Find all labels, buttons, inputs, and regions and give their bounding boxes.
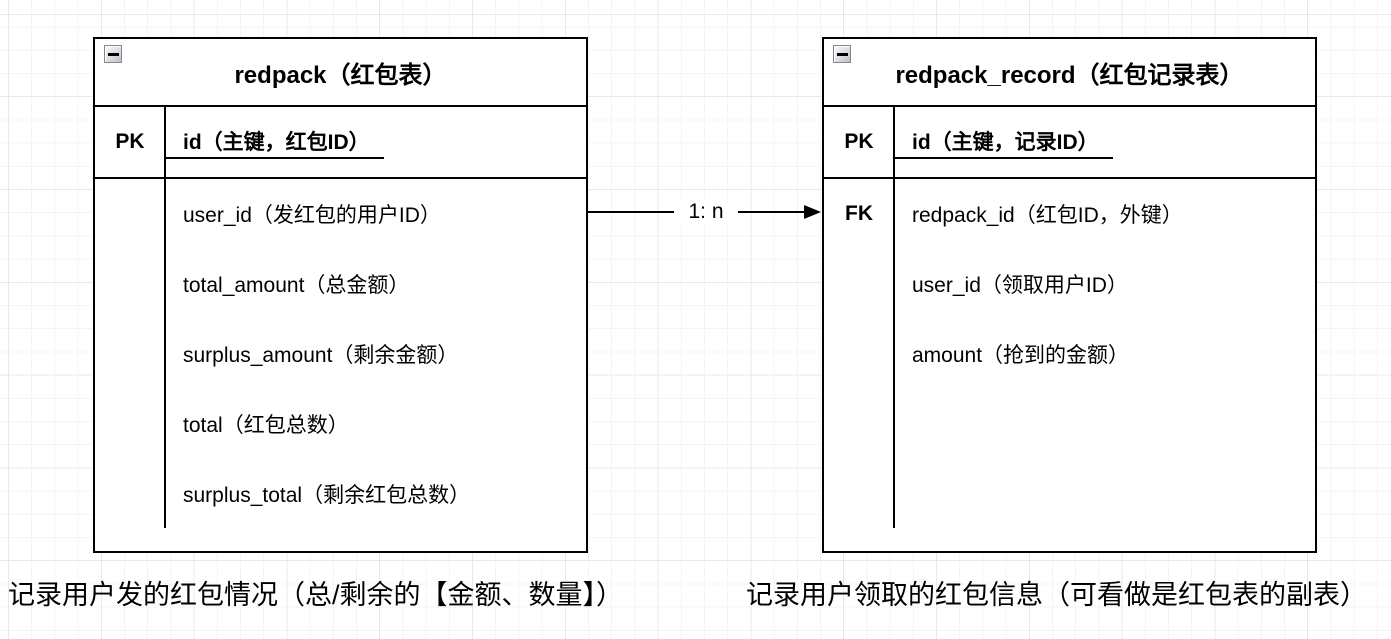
field-label: amount（抢到的金额） [912,344,1130,367]
field-label: surplus_total（剩余红包总数） [183,484,471,507]
table-row[interactable]: user_id（发红包的用户ID） [95,179,586,249]
caption-redpack: 记录用户发的红包情况（总/剩余的【金额、数量】） [8,580,624,610]
table-redpack-record-body: PK id（主键，记录ID） FK redpack_id（红包ID，外键） us… [824,107,1315,551]
table-row[interactable]: PK id（主键，红包ID） [95,107,586,179]
collapse-minus-icon[interactable] [833,45,851,63]
table-row[interactable]: PK id（主键，记录ID） [824,107,1315,179]
relation-label[interactable]: 1: n [674,198,738,226]
fk-badge: FK [845,202,873,225]
table-redpack-header: redpack（红包表） [95,39,586,107]
table-title: redpack_record（红包记录表） [895,61,1244,89]
field-label: total_amount（总金额） [183,274,410,297]
pk-badge: PK [844,130,874,153]
table-row[interactable]: total_amount（总金额） [95,249,586,319]
table-redpack-record[interactable]: redpack_record（红包记录表） PK id（主键，记录ID） FK … [822,37,1317,553]
field-label: user_id（发红包的用户ID） [183,204,441,227]
collapse-minus-icon[interactable] [104,45,122,63]
field-label: redpack_id（红包ID，外键） [912,204,1183,227]
field-label: surplus_amount（剩余金额） [183,344,459,367]
field-label: id（主键，记录ID） [894,126,1113,159]
table-title: redpack（红包表） [234,61,447,89]
field-label: id（主键，红包ID） [165,126,384,159]
field-label: total（红包总数） [183,414,349,437]
column-divider [893,107,895,528]
table-row[interactable]: FK redpack_id（红包ID，外键） [824,179,1315,249]
minus-glyph [107,52,119,56]
table-row[interactable]: surplus_total（剩余红包总数） [95,459,586,529]
column-divider [164,107,166,528]
arrowhead-icon [804,205,821,219]
pk-badge: PK [115,130,145,153]
table-row[interactable]: user_id（领取用户ID） [824,249,1315,319]
minus-glyph [836,52,848,56]
caption-redpack-record: 记录用户领取的红包信息（可看做是红包表的副表） [746,580,1367,610]
table-redpack-body: PK id（主键，红包ID） user_id（发红包的用户ID） total_a… [95,107,586,551]
table-row[interactable]: surplus_amount（剩余金额） [95,319,586,389]
table-redpack-record-header: redpack_record（红包记录表） [824,39,1315,107]
field-label: user_id（领取用户ID） [912,274,1128,297]
table-redpack[interactable]: redpack（红包表） PK id（主键，红包ID） user_id（发红包的… [93,37,588,553]
table-row[interactable]: amount（抢到的金额） [824,319,1315,389]
table-row[interactable]: total（红包总数） [95,389,586,459]
